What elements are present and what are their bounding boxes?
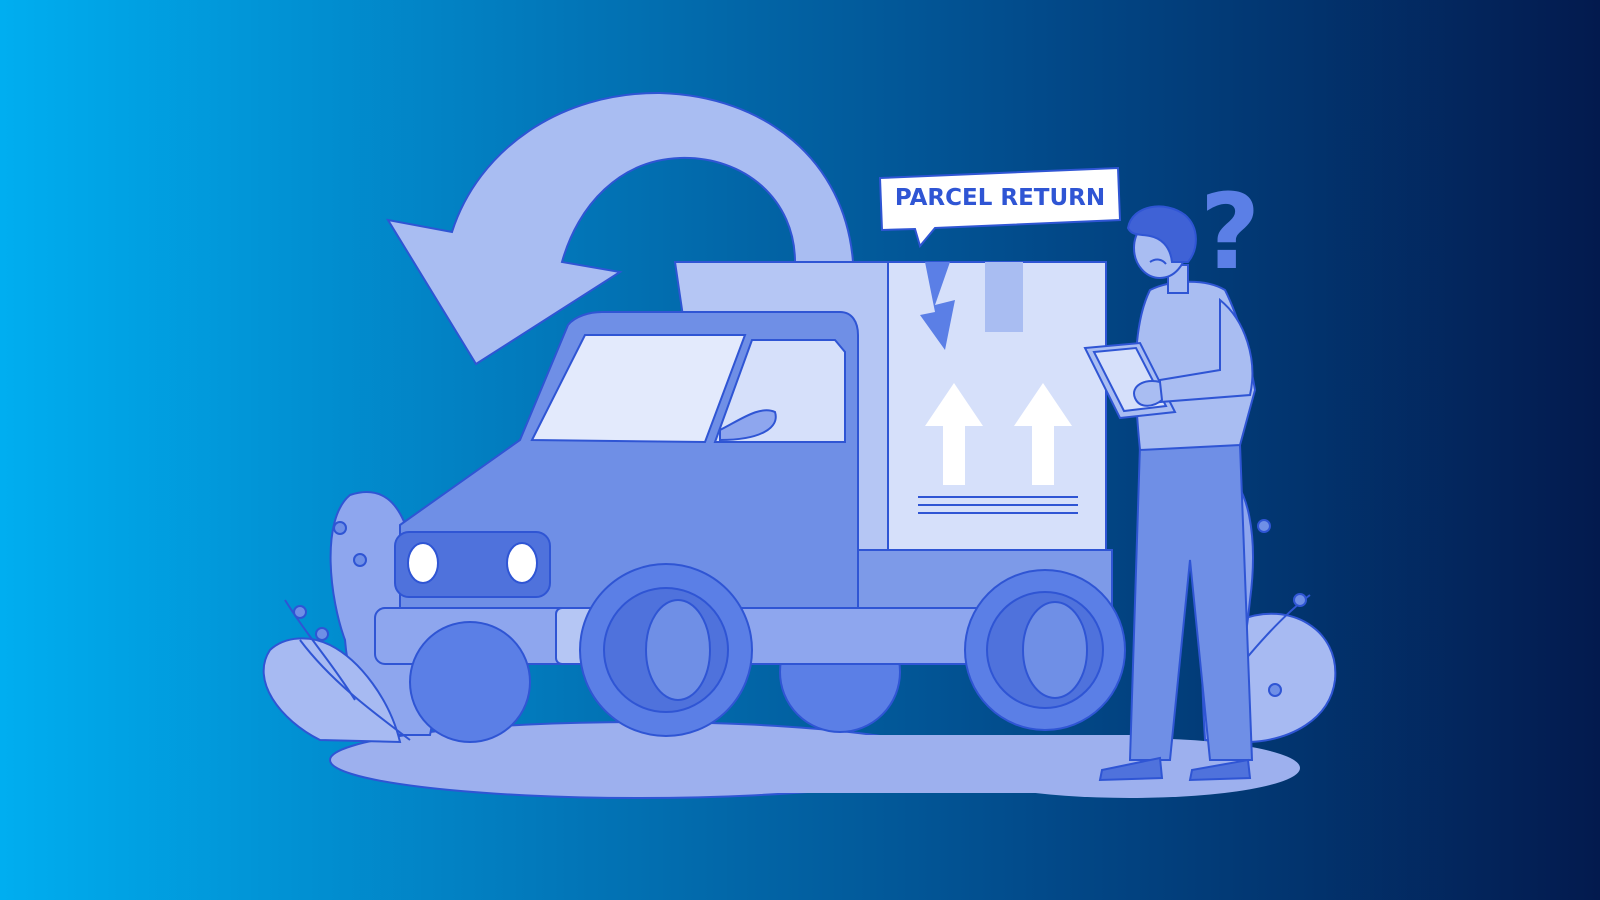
delivery-truck-icon [374,311,1126,743]
parcel-box-icon [673,261,1107,558]
speech-bubble: PARCEL RETURN [878,166,1122,249]
return-arrow-icon [385,91,855,366]
question-mark-icon: ? [1200,171,1260,293]
this-side-up-arrows-icon [925,383,1072,485]
confused-person [1083,205,1257,782]
parcel-return-label: PARCEL RETURN [895,185,1105,211]
